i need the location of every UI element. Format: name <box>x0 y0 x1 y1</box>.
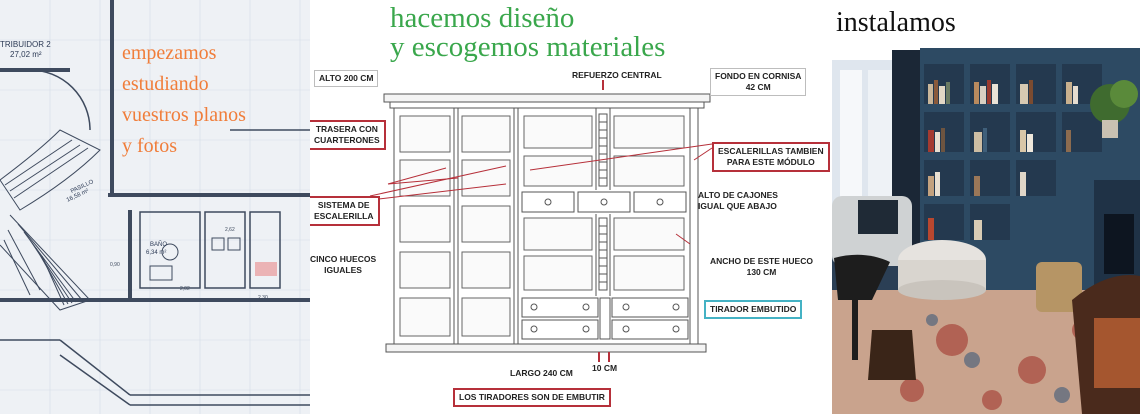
height-label: ALTO 200 CM <box>314 70 379 87</box>
five-spaces-label: CINCO HUECOS IGUALES <box>310 254 376 276</box>
drawer-height-line: ALTO DE CAJONES <box>698 190 778 200</box>
length-text: LARGO 240 CM <box>510 368 573 378</box>
recessed-handle-label: TIRADOR EMBUTIDO <box>704 300 803 319</box>
length-label: LARGO 240 CM <box>510 368 573 379</box>
plan-bath-name: BAÑO <box>150 242 168 248</box>
ladder-system-line: ESCALERILLA <box>314 211 374 221</box>
design-title-line: y escogemos materiales <box>390 31 666 63</box>
design-panel: hacemos diseño y escogemos materiales <box>310 0 832 414</box>
height-text: ALTO 200 CM <box>319 73 374 83</box>
cabinet-drawing <box>369 80 713 362</box>
cornice-depth-line: 42 CM <box>745 82 771 92</box>
central-reinforcement-label: REFUERZO CENTRAL <box>572 70 662 81</box>
ladders-module-line: ESCALERILLAS TAMBIEN <box>718 146 824 156</box>
space-width-line: ANCHO DE ESTE HUECO <box>710 256 813 266</box>
ladder-system-line: SISTEMA DE <box>317 200 370 210</box>
cornice-depth-label: FONDO EN CORNISA 42 CM <box>710 68 807 96</box>
left-caption: empezamos estudiando vuestros planos y f… <box>122 38 302 162</box>
recessed-handle-text: TIRADOR EMBUTIDO <box>710 304 797 314</box>
library-room-photo <box>832 0 1140 414</box>
plan-bath-area: 6,34 m² <box>146 250 167 256</box>
svg-text:0,90: 0,90 <box>110 262 120 268</box>
left-caption-line: vuestros planos <box>122 104 246 126</box>
cornice-depth-line: FONDO EN CORNISA <box>715 71 802 81</box>
svg-text:2,02: 2,02 <box>180 286 190 292</box>
drawer-height-label: ALTO DE CAJONES IGUAL QUE ABAJO <box>698 190 778 212</box>
handles-note-text: LOS TIRADORES SON DE EMBUTIR <box>459 392 605 402</box>
installed-title: instalamos <box>836 7 956 38</box>
five-spaces-line: CINCO HUECOS <box>310 254 377 264</box>
central-reinforcement-text: REFUERZO CENTRAL <box>572 70 662 80</box>
ten-cm-label: 10 CM <box>592 363 617 374</box>
ten-cm-text: 10 CM <box>592 363 618 373</box>
design-title-line: hacemos diseño <box>390 2 575 34</box>
left-caption-line: empezamos <box>122 42 217 64</box>
ladder-system-label: SISTEMA DE ESCALERILLA <box>310 196 380 226</box>
left-caption-line: estudiando <box>122 73 209 95</box>
back-panels-label: TRASERA CON CUARTERONES <box>310 120 386 150</box>
installed-room-panel: instalamos <box>832 0 1140 414</box>
plan-room-area: 27,02 m² <box>10 50 42 59</box>
space-width-label: ANCHO DE ESTE HUECO 130 CM <box>710 256 813 278</box>
drawer-height-line: IGUAL QUE ABAJO <box>698 201 777 211</box>
five-spaces-line: IGUALES <box>324 265 362 275</box>
svg-text:2,30: 2,30 <box>258 295 268 301</box>
floor-plan-drawing: 2,62 2,02 0,90 2,30 <box>0 0 310 414</box>
plan-room-name: TRIBUIDOR 2 <box>0 40 51 49</box>
ladders-module-label: ESCALERILLAS TAMBIEN PARA ESTE MÓDULO <box>712 142 830 172</box>
space-width-line: 130 CM <box>746 267 777 277</box>
back-panels-line: CUARTERONES <box>314 135 380 145</box>
handles-note-label: LOS TIRADORES SON DE EMBUTIR <box>453 388 611 407</box>
left-caption-line: y fotos <box>122 135 177 157</box>
back-panels-line: TRASERA CON <box>315 124 378 134</box>
svg-text:2,62: 2,62 <box>225 227 235 233</box>
ladders-module-line: PARA ESTE MÓDULO <box>726 157 815 167</box>
design-title: hacemos diseño y escogemos materiales <box>390 4 665 62</box>
